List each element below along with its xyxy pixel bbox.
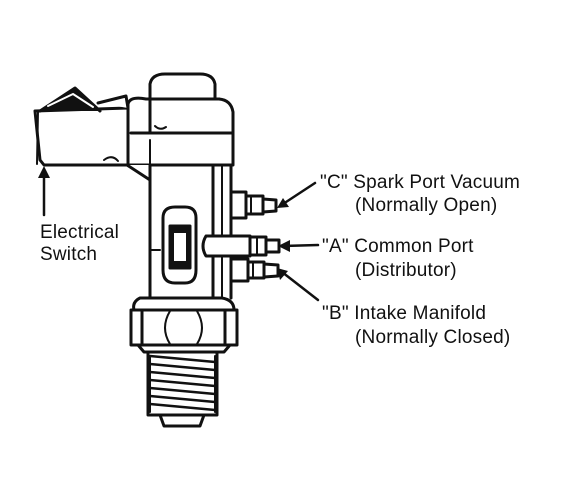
solenoid-housing	[126, 96, 235, 167]
leader-port-b	[280, 270, 320, 302]
label-switch: Switch	[40, 244, 98, 265]
hex-nut	[129, 296, 239, 354]
threaded-shank	[146, 350, 219, 428]
leader-port-c	[281, 181, 317, 206]
label-electrical: Electrical	[40, 222, 120, 243]
electrical-switch-connector	[33, 86, 152, 182]
valve-body	[148, 163, 233, 300]
label-intake-manifold: "B" Intake Manifold	[322, 303, 487, 324]
port-a-tube	[201, 234, 281, 258]
port-b-nipple	[229, 257, 280, 283]
label-common-port: "A" Common Port	[322, 236, 474, 257]
label-intake-normally-closed: (Normally Closed)	[355, 327, 511, 348]
valve-top-cap	[144, 72, 221, 101]
port-c-nipple	[229, 190, 278, 220]
arrowhead-port-b	[277, 268, 288, 280]
arrowhead-port-a	[278, 240, 290, 252]
label-common-port-distributor: (Distributor)	[355, 260, 457, 281]
label-spark-port-normally-open: (Normally Open)	[355, 195, 498, 216]
arrowhead-port-c	[277, 198, 289, 208]
arrowhead-electrical-switch	[38, 166, 50, 178]
label-spark-port-vacuum: "C" Spark Port Vacuum	[320, 172, 521, 193]
leader-arrowheads	[38, 166, 290, 280]
